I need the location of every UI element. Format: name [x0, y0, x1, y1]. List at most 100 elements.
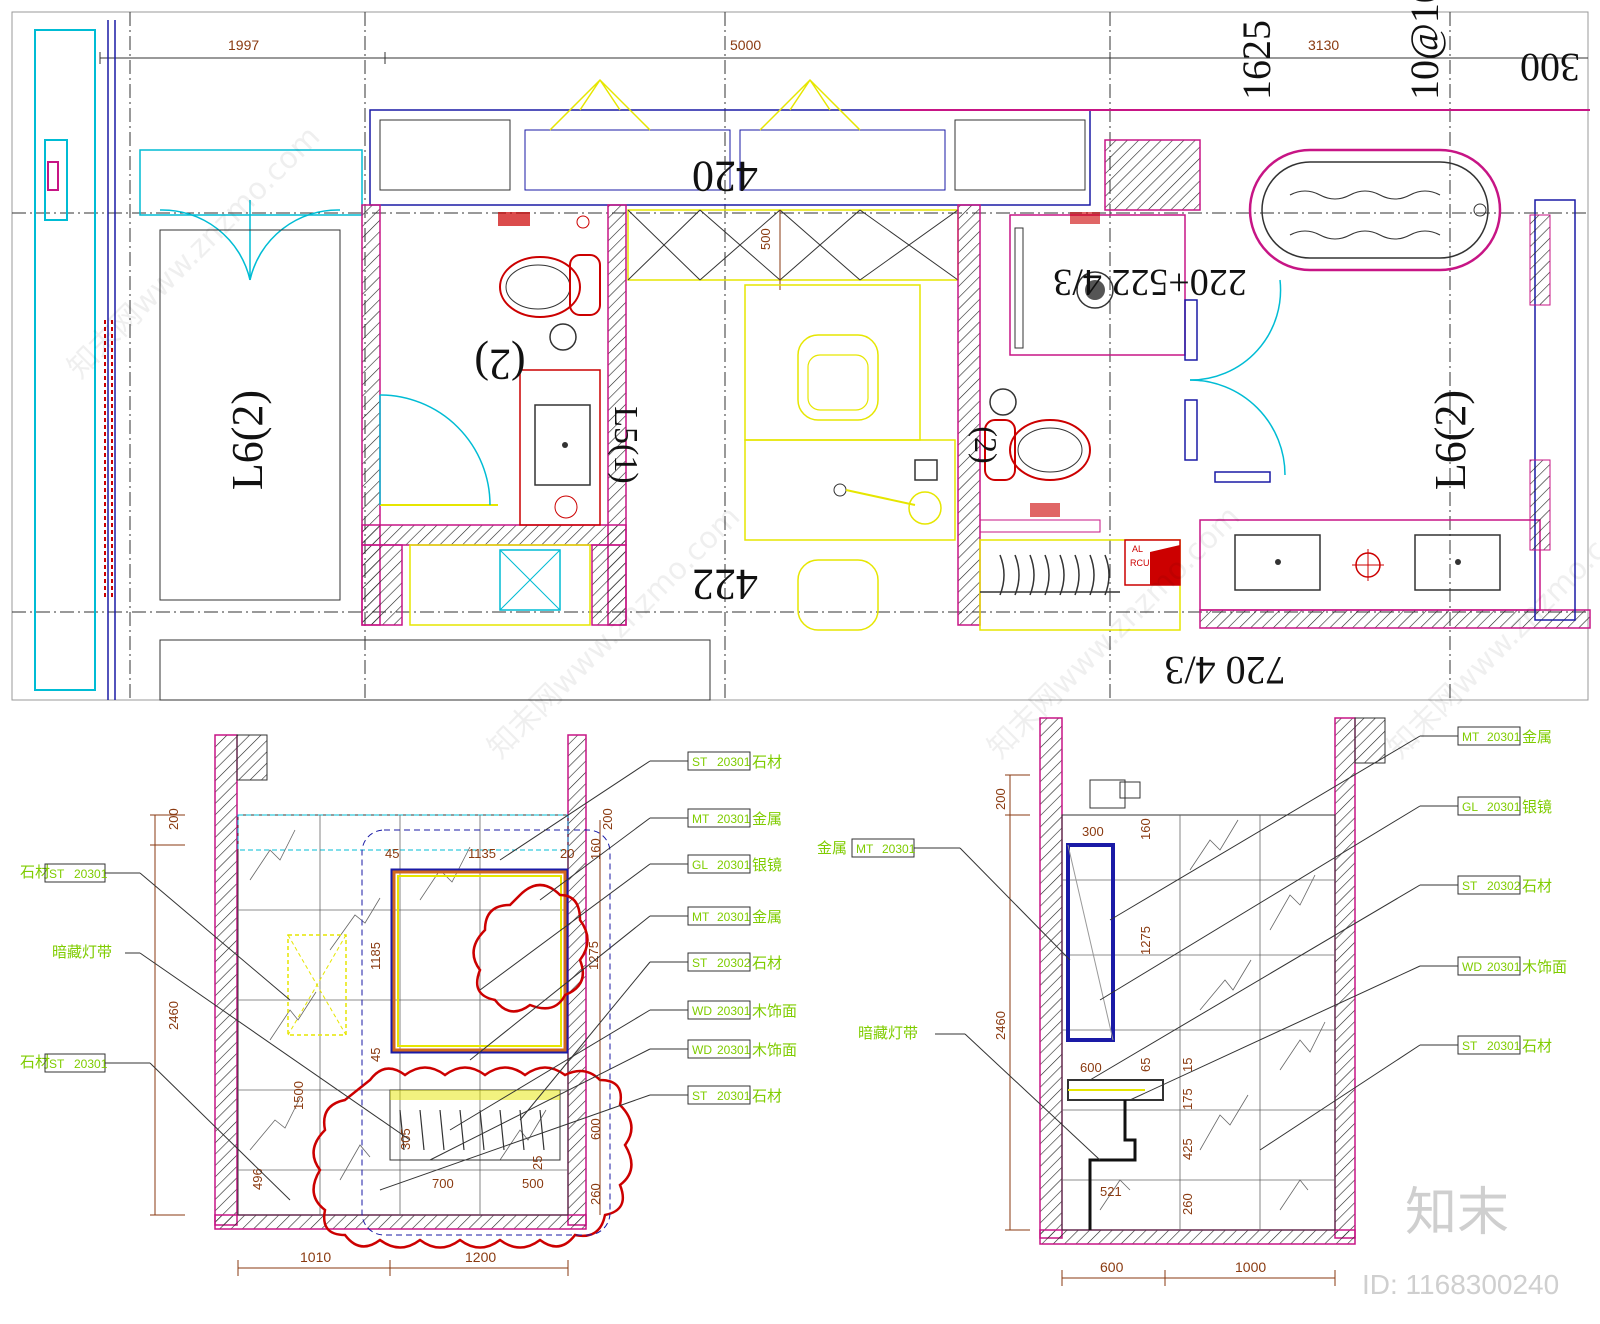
svg-text:20301: 20301: [717, 1089, 751, 1103]
svg-text:WD: WD: [1462, 960, 1482, 974]
svg-text:石材: 石材: [752, 1087, 782, 1105]
elev2-dim-200: 200: [993, 788, 1008, 810]
label-l5-1: L5(1): [607, 406, 644, 483]
svg-text:MT: MT: [692, 812, 710, 826]
bathtub: [1248, 148, 1502, 272]
left-bathroom: [361, 204, 627, 626]
svg-text:20301: 20301: [717, 1004, 751, 1018]
elev2-dim-300: 300: [1082, 824, 1104, 839]
label-422: 422: [692, 560, 758, 609]
svg-text:金属: 金属: [752, 908, 782, 926]
bottom-room-outline: [159, 639, 711, 701]
svg-text:ST: ST: [1462, 1039, 1478, 1053]
svg-text:20301: 20301: [74, 867, 108, 881]
label-2-right: (2): [968, 426, 1004, 463]
svg-text:银镜: 银镜: [1522, 798, 1552, 816]
elev1-dim-200b: 200: [600, 808, 615, 830]
top-window-units: [369, 78, 1590, 206]
svg-text:20301: 20301: [1487, 800, 1521, 814]
svg-text:石材: 石材: [1522, 877, 1552, 895]
svg-text:MT: MT: [856, 842, 874, 856]
svg-text:ST: ST: [49, 867, 65, 881]
elev1-dim-160: 160: [588, 838, 603, 860]
elev1-dim-1135: 1135: [468, 846, 496, 861]
elev1-dim-700: 700: [432, 1176, 454, 1191]
svg-text:知末网www.znzmo.com: 知末网www.znzmo.com: [61, 119, 327, 385]
svg-text:20301: 20301: [717, 910, 751, 924]
svg-text:20302: 20302: [717, 956, 751, 970]
svg-text:WD: WD: [692, 1043, 712, 1057]
elev2-dim-1275: 1275: [1138, 926, 1153, 955]
dim-500: 500: [758, 228, 773, 250]
elev2-dim-260: 260: [1180, 1193, 1195, 1215]
elev1-dim-600: 600: [588, 1118, 603, 1140]
marble-veins-1: [238, 815, 568, 1215]
svg-text:20301: 20301: [717, 755, 751, 769]
elev1-dim-1275: 1275: [586, 941, 601, 970]
dim-1625: 1625: [1234, 20, 1279, 100]
elev1-left-callout-2: 石材 ST 20301: [20, 1053, 291, 1201]
elev2-dim-65: 65: [1138, 1058, 1153, 1072]
right-vanity: [1199, 199, 1591, 629]
svg-text:金属: 金属: [817, 839, 847, 857]
elev1-left-callout-0: 石材 ST 20301: [20, 863, 291, 1001]
svg-text:20301: 20301: [717, 858, 751, 872]
svg-text:金属: 金属: [752, 810, 782, 828]
label-420: 420: [692, 152, 758, 201]
svg-text:银镜: 银镜: [752, 856, 782, 874]
svg-text:石材: 石材: [752, 954, 782, 972]
elev2-dim-160: 160: [1138, 818, 1153, 840]
svg-text:石材: 石材: [20, 1053, 50, 1071]
svg-text:ST: ST: [692, 755, 708, 769]
svg-text:20301: 20301: [717, 1043, 751, 1057]
svg-text:20301: 20301: [74, 1057, 108, 1071]
svg-text:20301: 20301: [882, 842, 916, 856]
dimension-lines-1: [150, 814, 601, 1276]
label-720: 720 4/3: [1164, 648, 1285, 693]
elev1-dim-1200: 1200: [465, 1249, 496, 1265]
elev1-dim-1010: 1010: [300, 1249, 331, 1265]
axis-grid: [12, 12, 1588, 700]
elev2-left-callout-0: 金属 MT 20301: [817, 838, 1071, 961]
svg-text:暗藏灯带: 暗藏灯带: [858, 1024, 918, 1042]
svg-text:暗藏灯带: 暗藏灯带: [52, 943, 112, 961]
svg-text:20301: 20301: [1487, 1039, 1521, 1053]
elev1-dim-496: 496: [250, 1168, 265, 1190]
panel-label-al: AL: [1132, 544, 1143, 554]
elevation-2: 200 2460 600 1000 300 160 1275 600 65 15…: [817, 717, 1567, 1286]
dim-300: 300: [1520, 45, 1580, 90]
svg-text:木饰面: 木饰面: [1522, 958, 1567, 976]
elev1-dim-45: 45: [385, 846, 399, 861]
elev1-dim-45b: 45: [368, 1048, 383, 1062]
dim-1997: 1997: [228, 37, 259, 53]
svg-text:GL: GL: [692, 858, 708, 872]
svg-text:木饰面: 木饰面: [752, 1041, 797, 1059]
elev2-dim-175: 175: [1180, 1088, 1195, 1110]
elev1-dim-2460: 2460: [166, 1001, 181, 1030]
svg-text:MT: MT: [1462, 730, 1480, 744]
elev2-dim-2460: 2460: [993, 1011, 1008, 1040]
svg-text:20301: 20301: [1487, 960, 1521, 974]
elev1-callout-r1: MT 20301 金属: [539, 808, 782, 901]
watermarks: 知末网www.znzmo.com 知末网www.znzmo.com 知末网www…: [61, 119, 1600, 765]
svg-text:MT: MT: [692, 910, 710, 924]
floor-plan: 1997 5000 3130 1625 10@10 300 L6(2): [11, 0, 1591, 701]
elev2-dim-600: 600: [1100, 1259, 1124, 1275]
elev1-dim-305: 305: [398, 1128, 413, 1150]
left-double-door: [139, 149, 363, 281]
top-dimension-line: [99, 52, 1588, 64]
elev1-dim-1500: 1500: [291, 1081, 306, 1110]
elev1-dim-260: 260: [588, 1183, 603, 1205]
elev2-dim-1000: 1000: [1235, 1259, 1266, 1275]
elevation-1: 200 2460 1010 1200 45 1135 20 160 200 12…: [20, 734, 797, 1276]
